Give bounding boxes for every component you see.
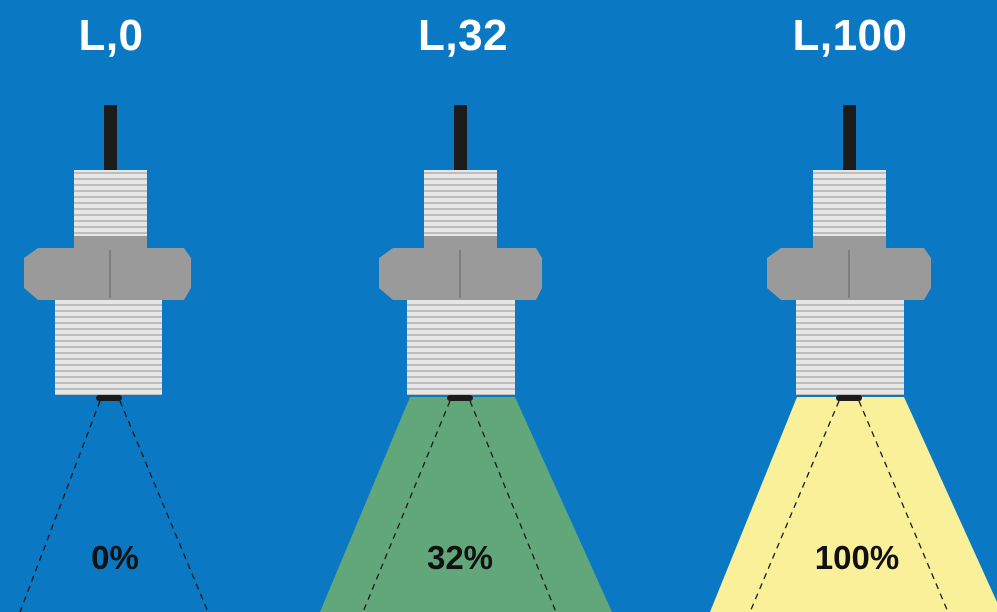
lower-thread [796,300,904,395]
collar [424,236,497,248]
led-tip [96,395,122,401]
light-cone [320,397,612,612]
percent-label-100: 100% [814,539,900,576]
panel-title-100: L,100 [792,11,908,60]
led-tip [836,395,862,401]
panel-title-32: L,32 [417,11,509,60]
lower-thread [407,300,515,395]
sensor-panel-32 [320,105,612,612]
lower-thread [55,300,162,395]
beam-outline-right [469,400,557,612]
collar [74,236,147,248]
beam-outline-left [362,400,451,612]
cable [843,105,856,172]
percent-label-32: 32% [426,539,494,576]
upper-thread [424,170,497,236]
percent-label-0: 0% [91,539,139,576]
panel-title-0: L,0 [78,11,144,60]
collar [813,236,886,248]
sensor-panel-100 [710,105,997,612]
upper-thread [74,170,147,236]
cable [454,105,467,172]
beam-outline-right [119,400,209,612]
led-tip [447,395,473,401]
hex-nut [24,248,191,300]
upper-thread [813,170,886,236]
beam-outline-left [749,400,840,612]
sensor-panel-0 [19,105,209,612]
cable [104,105,117,172]
beam-outline-right [858,400,949,612]
beam-outline-left [19,400,101,612]
